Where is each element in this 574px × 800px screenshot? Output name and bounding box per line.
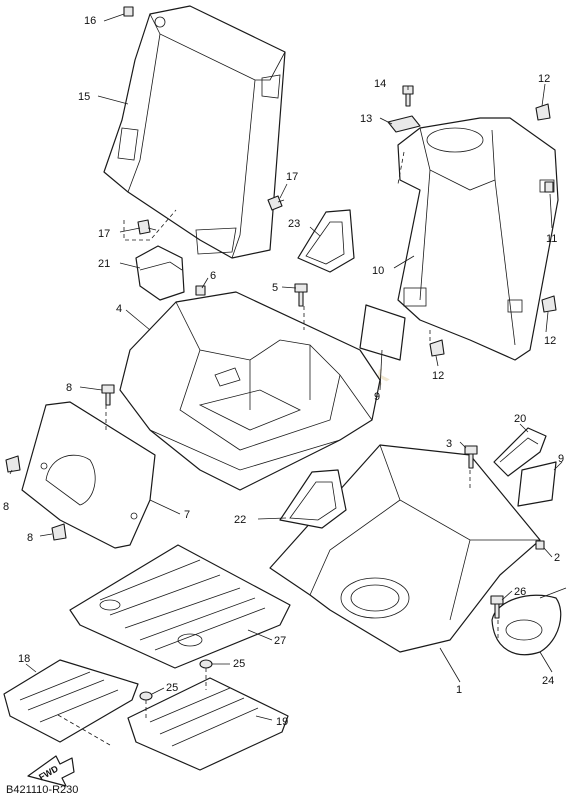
part-17-bolt-lower: [137, 219, 157, 235]
callout-15: 15: [78, 91, 90, 103]
callout-25-b: 25: [166, 682, 178, 694]
part-19-left-plate: [3, 659, 139, 743]
part-16-clip: [123, 6, 134, 17]
part-3-bolt: [464, 445, 478, 469]
part-4-center-tray: [119, 291, 381, 491]
callout-21: 21: [98, 258, 110, 270]
part-8-bolt-b: [5, 455, 21, 473]
callout-2: 2: [554, 552, 560, 564]
part-20-bracket: [493, 427, 547, 477]
callout-12-low: 12: [432, 370, 444, 382]
callout-8-a: 8: [66, 382, 72, 394]
callout-26: 26: [514, 586, 526, 598]
callout-22: 22: [234, 514, 246, 526]
callout-9-lower: 9: [558, 453, 564, 465]
callout-7: 7: [184, 509, 190, 521]
part-27-skid-plate: [69, 544, 291, 669]
part-9-pad-lower: [517, 461, 557, 507]
callout-11: 11: [546, 233, 557, 245]
part-12-bolt-low: [429, 339, 445, 357]
part-8-bolt-a: [101, 384, 115, 406]
part-17-bolt-upper: [267, 195, 285, 211]
callouts: 16 15 17 17 23 21 6 5 4 14 13 12 11 10 1…: [3, 13, 564, 728]
callout-12-mid: 12: [544, 335, 556, 347]
callout-23: 23: [288, 218, 300, 230]
part-23-handle: [297, 209, 355, 273]
callout-13: 13: [360, 113, 372, 125]
callout-19: 18: [18, 653, 30, 665]
part-9-pad-upper: [359, 304, 406, 361]
callout-17-upper: 17: [286, 171, 298, 183]
part-11-clip: [544, 181, 554, 193]
fwd-arrow-icon: FWD: [27, 755, 75, 787]
callout-10: 10: [372, 265, 384, 277]
part-7-side-cover: [21, 401, 156, 549]
part-24-round-plate: [491, 587, 567, 656]
part-18-right-plate: [127, 677, 289, 771]
part-15-rear-panel: [103, 5, 286, 259]
callout-17-lower: 17: [98, 228, 110, 240]
part-13-bracket: [387, 115, 421, 133]
callout-8-b: 8: [3, 501, 9, 513]
diagram-code: B421110-R230: [6, 784, 79, 796]
callout-12-top: 12: [538, 73, 550, 85]
part-10-side-panel: [397, 117, 559, 361]
part-25-clip-b: [139, 691, 153, 701]
callout-14: 14: [374, 78, 386, 90]
callout-3: 3: [446, 438, 452, 450]
callout-5: 5: [272, 282, 278, 294]
callout-18: 19: [276, 716, 288, 728]
callout-6: 6: [210, 270, 216, 282]
part-25-clip-a: [199, 659, 213, 669]
callout-24: 24: [542, 675, 554, 687]
callout-27: 27: [274, 635, 286, 647]
part-22-handle: [279, 469, 347, 529]
callout-16: 16: [84, 15, 96, 27]
part-8-bolt-c: [51, 523, 67, 541]
callout-4: 4: [116, 303, 122, 315]
callout-9-upper: 9: [374, 391, 380, 403]
part-6-clip: [195, 285, 206, 296]
callout-8-c: 8: [27, 532, 33, 544]
part-12-bolt-top: [535, 103, 551, 121]
part-2-clip: [535, 540, 545, 550]
part-5-bolt: [294, 283, 308, 307]
callout-25-a: 25: [233, 658, 245, 670]
part-12-bolt-mid: [541, 295, 557, 313]
part-26-bolt: [490, 595, 504, 619]
part-21-bracket: [135, 245, 185, 301]
callout-1: 1: [456, 684, 462, 696]
callout-20: 20: [514, 413, 526, 425]
